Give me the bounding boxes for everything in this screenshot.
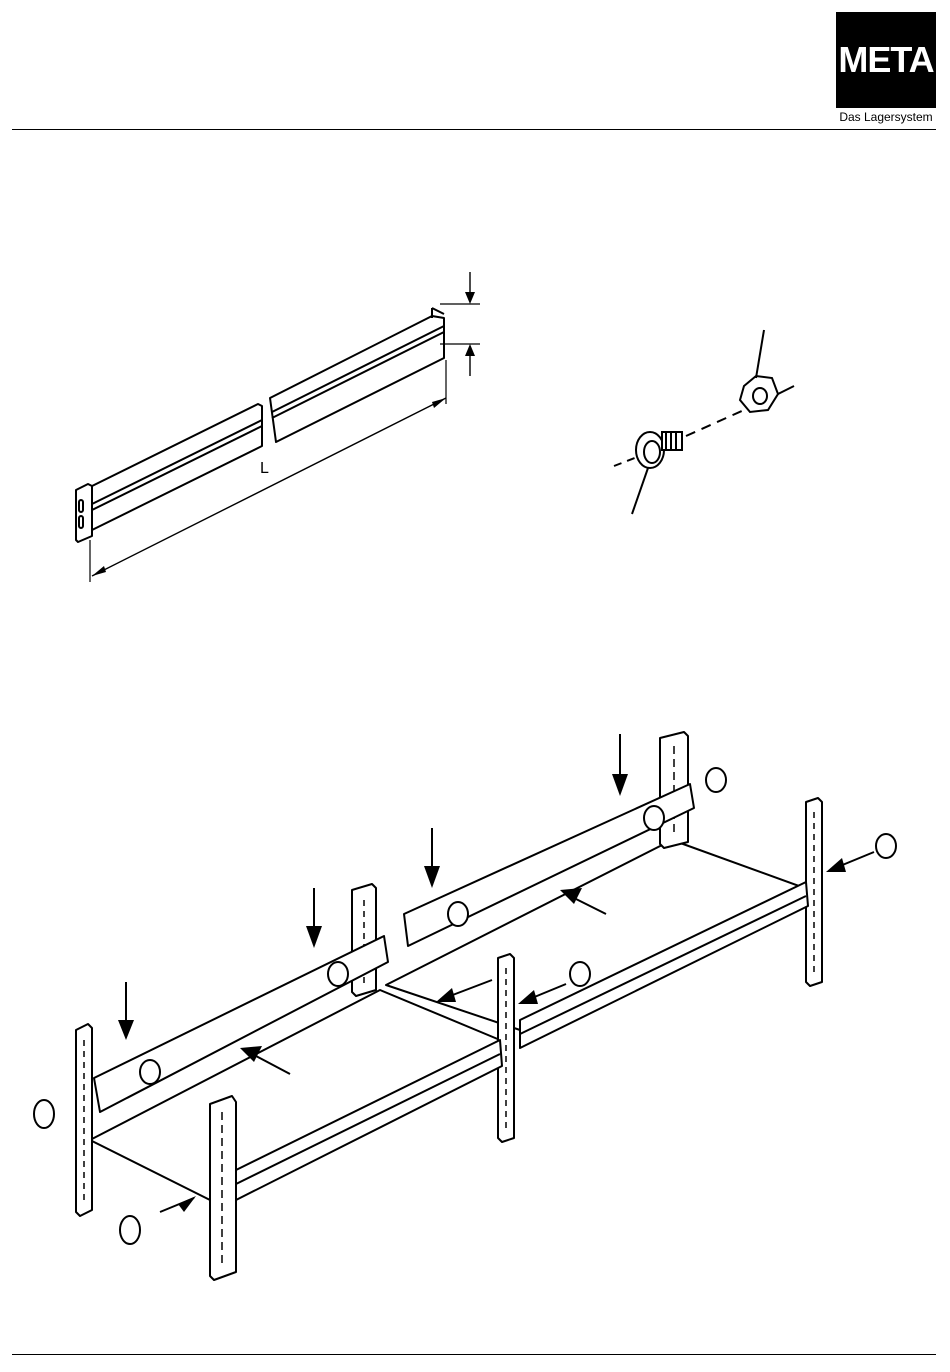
bottom-divider — [12, 1354, 936, 1355]
